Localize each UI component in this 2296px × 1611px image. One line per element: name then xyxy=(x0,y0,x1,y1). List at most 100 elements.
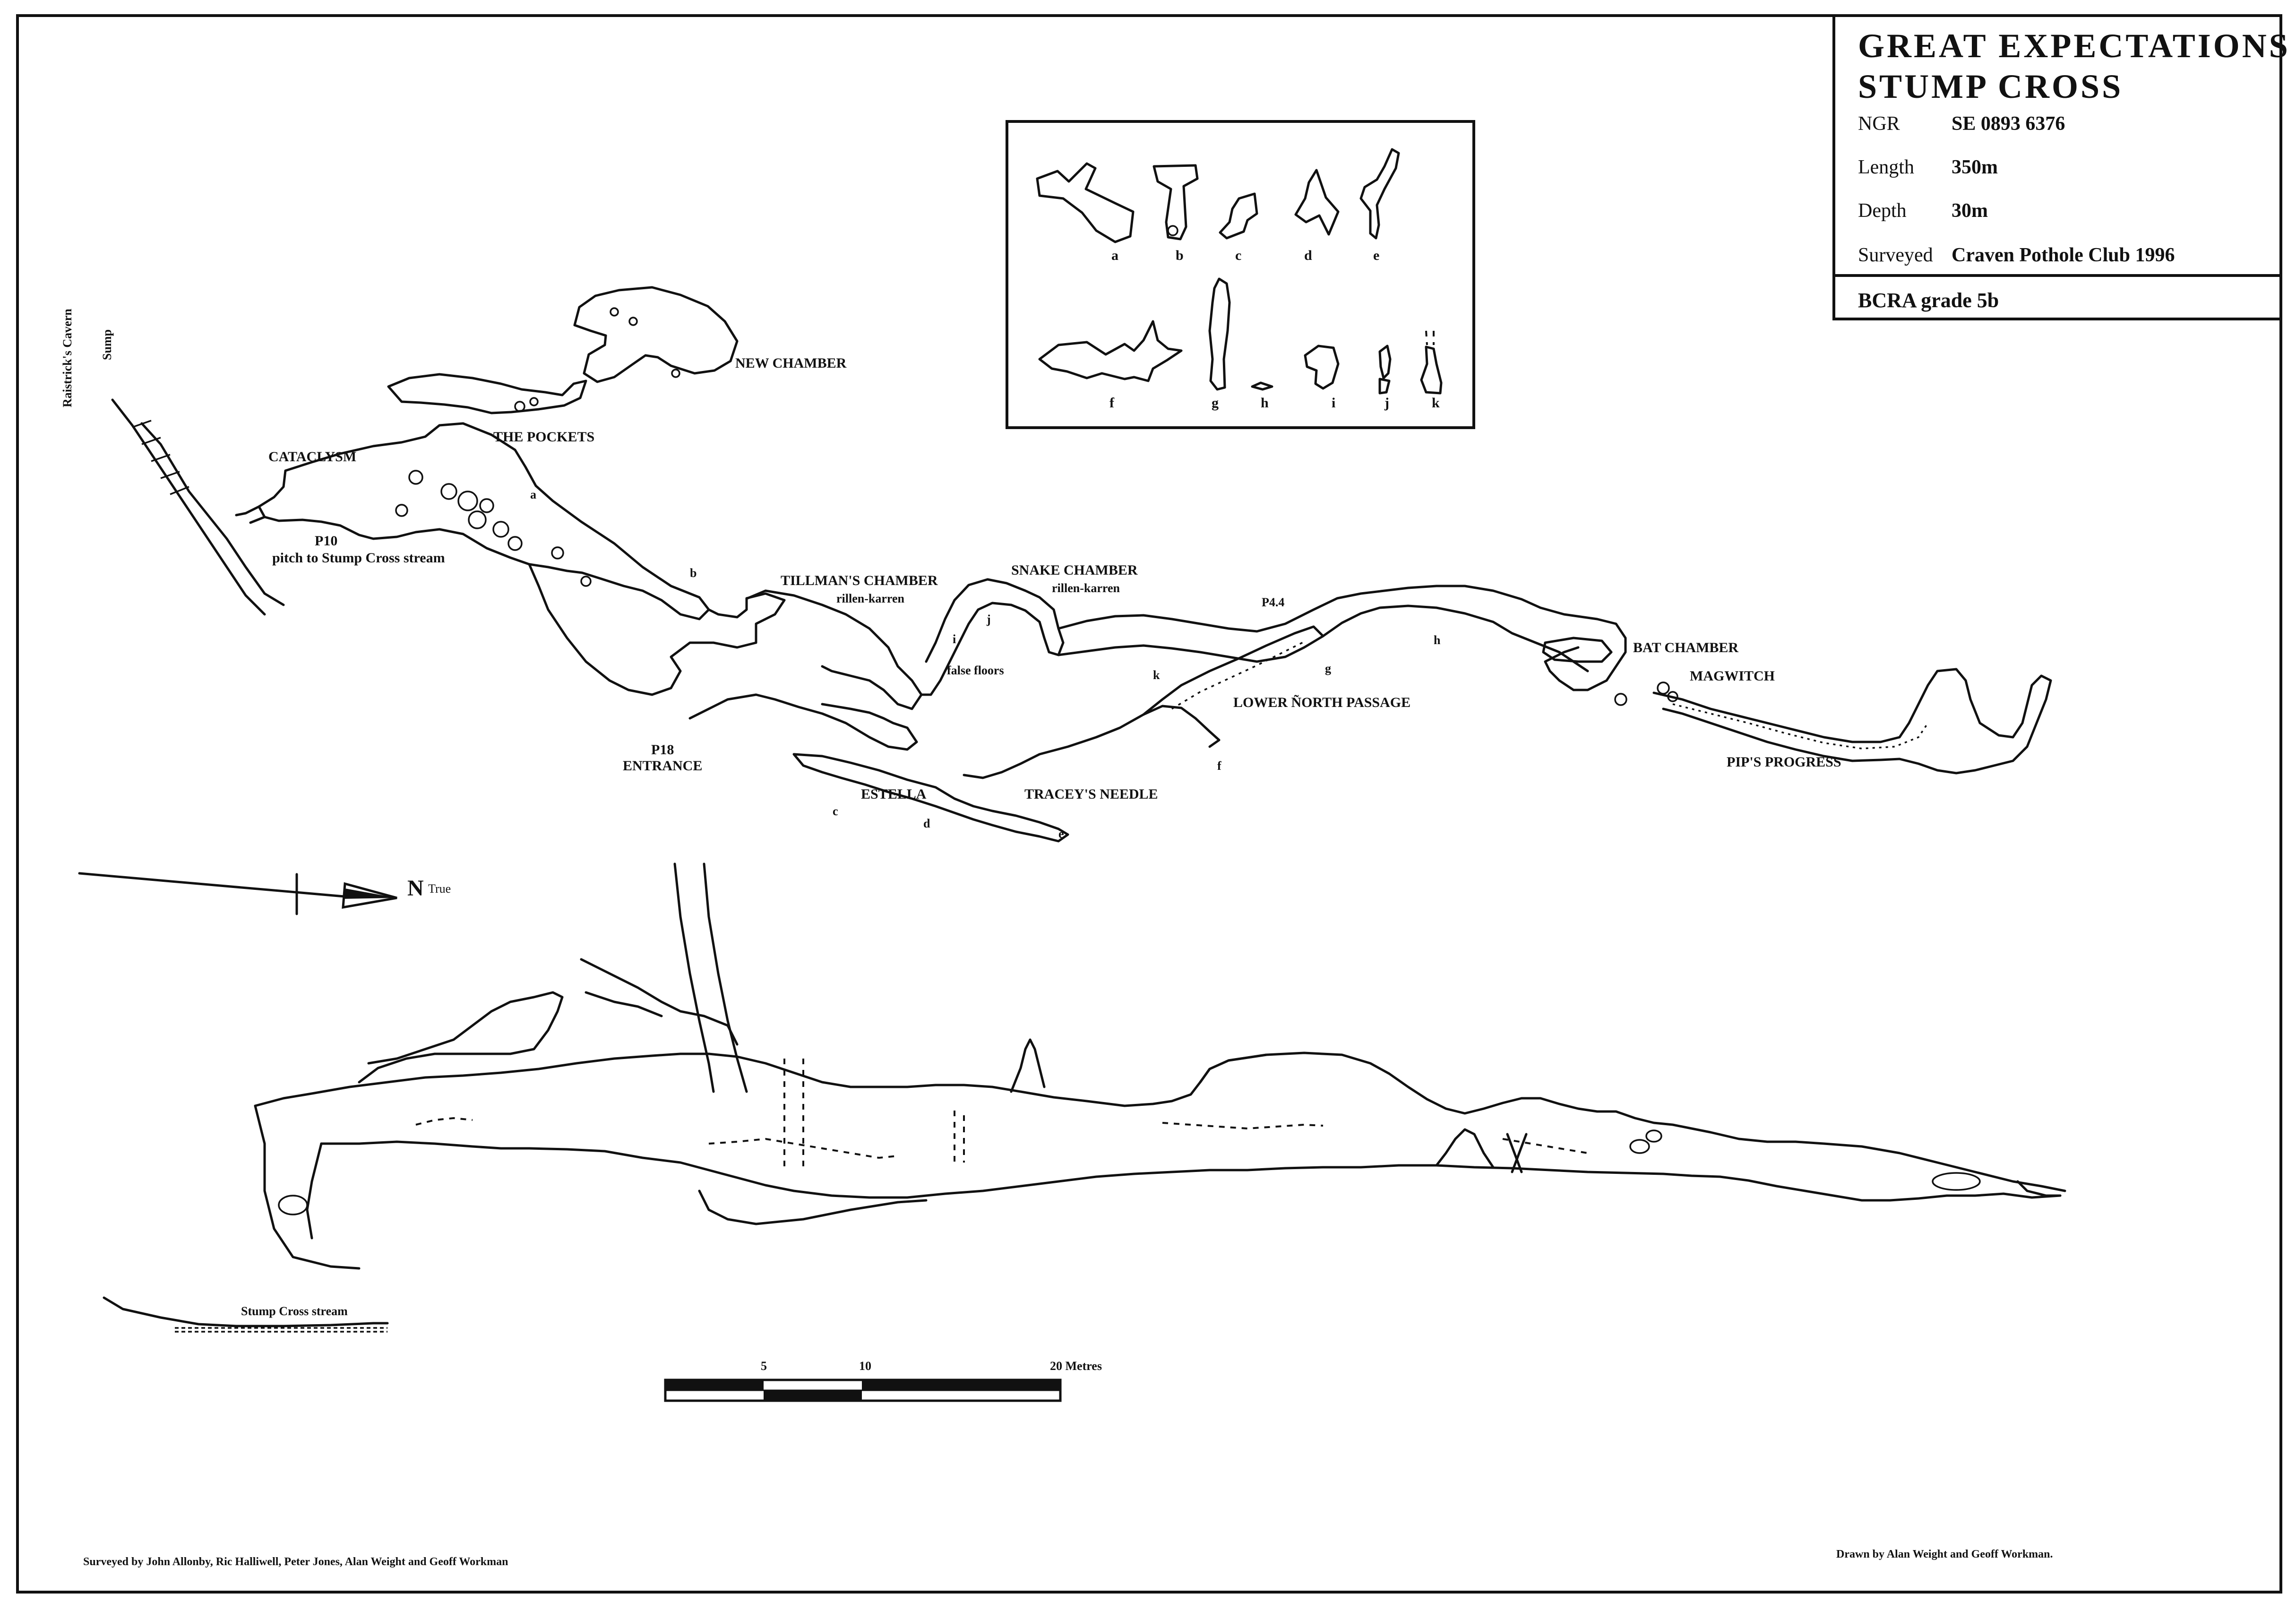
length-value: 350m xyxy=(1952,156,1998,178)
stump-cross-stream-water xyxy=(175,1327,387,1333)
scale-bar-segment xyxy=(764,1390,862,1401)
snake-chamber-label: SNAKE CHAMBER xyxy=(1011,562,1138,578)
north-arrowhead-fill xyxy=(344,888,397,899)
title-block xyxy=(1832,14,2282,320)
section-letter-k: k xyxy=(1432,395,1440,411)
elevation-boulder xyxy=(1629,1139,1650,1154)
snake-chamber-loop xyxy=(920,578,1065,696)
section-letter-g: g xyxy=(1212,395,1219,411)
boulder xyxy=(671,369,680,378)
raistricks-wall-left xyxy=(111,398,266,616)
elevation-crossing-lines xyxy=(1506,1133,1528,1173)
boulder xyxy=(551,546,564,560)
section-shape-k xyxy=(1420,345,1443,395)
rillen-karren-tillmans: rillen-karren xyxy=(836,592,904,605)
traceys-needle-passage xyxy=(963,705,1221,779)
main-passage-bottom xyxy=(1057,604,1589,672)
pockets-passage xyxy=(387,373,587,414)
p10-pitch-passage xyxy=(235,505,266,524)
elevation-terminal-sump xyxy=(2016,1180,2062,1197)
boulder xyxy=(514,401,525,412)
length-label: Length xyxy=(1858,156,1914,178)
p4-4-label: P4.4 xyxy=(1262,595,1285,609)
section-shape-i xyxy=(1304,345,1340,390)
section-shape-e xyxy=(1359,148,1400,240)
stump-cross-stream-line xyxy=(103,1296,389,1327)
elevation-left-branch xyxy=(254,1104,361,1270)
elevation-false-floor-1 xyxy=(415,1117,473,1126)
magwitch-label: MAGWITCH xyxy=(1690,668,1775,684)
section-shape-f xyxy=(1038,320,1183,382)
plan-marker-h: h xyxy=(1434,633,1441,647)
boulder xyxy=(492,521,509,538)
section-shape-d xyxy=(1294,169,1340,236)
the-pockets-label: THE POCKETS xyxy=(493,429,595,445)
plan-marker-k: k xyxy=(1153,668,1160,682)
new-chamber-outline xyxy=(573,286,739,383)
boulder xyxy=(395,504,408,517)
boulder xyxy=(1657,681,1670,695)
sump-label: Sump xyxy=(100,329,114,360)
section-letter-a: a xyxy=(1111,248,1118,263)
boulder-pile-cataclysm xyxy=(395,307,1678,706)
plan-marker-e: e xyxy=(1058,827,1064,841)
section-letter-e: e xyxy=(1373,248,1380,263)
elevation-view xyxy=(103,862,2066,1333)
cataclysm-label: CATACLYSM xyxy=(268,449,357,465)
plan-marker-b: b xyxy=(690,566,697,580)
new-chamber-label: NEW CHAMBER xyxy=(735,355,847,371)
boulder xyxy=(1614,693,1627,706)
boulder xyxy=(1667,691,1678,702)
section-shape-b xyxy=(1152,164,1199,241)
plan-marker-f: f xyxy=(1217,759,1221,773)
cross-section-inset xyxy=(1006,120,1475,429)
elevation-arch xyxy=(1199,1053,1268,1084)
surveyed-by-credit: Surveyed by John Allonby, Ric Halliwell,… xyxy=(83,1556,508,1568)
p18-label: P18 xyxy=(651,742,674,758)
elevation-cataclysm-shaft xyxy=(358,991,564,1084)
lower-north-stipple xyxy=(1171,641,1305,710)
boulder xyxy=(468,510,487,529)
cataclysm-upper xyxy=(258,422,710,620)
pips-progress-stipple xyxy=(1672,703,1929,750)
scale-bar xyxy=(664,1378,1062,1402)
north-symbol: N xyxy=(407,876,424,901)
lower-north-passage-label: LOWER ÑORTH PASSAGE xyxy=(1233,695,1411,710)
section-letter-c: c xyxy=(1235,248,1242,263)
section-shape-c xyxy=(1219,192,1258,240)
elevation-floor xyxy=(320,1140,2062,1202)
section-letter-b: b xyxy=(1176,248,1184,263)
surveyed-value: Craven Pothole Club 1996 xyxy=(1952,244,2175,266)
boulder xyxy=(507,536,523,551)
p10-label: P10 xyxy=(315,533,338,549)
drawn-by-credit: Drawn by Alan Weight and Geoff Workman. xyxy=(1836,1548,2053,1560)
elevation-entrance-shaft xyxy=(673,862,748,1093)
plan-view xyxy=(78,286,2052,915)
inset-cross-sections xyxy=(1036,148,1443,395)
bat-chamber-label: BAT CHAMBER xyxy=(1633,640,1739,655)
boulder xyxy=(529,397,539,406)
tillmans-chamber-outline xyxy=(746,589,923,710)
bcra-grade: BCRA grade 5b xyxy=(1858,289,1999,312)
bat-chamber-inner xyxy=(1542,637,1613,663)
plan-marker-a: a xyxy=(530,488,536,501)
scale-label-5: 5 xyxy=(761,1359,767,1373)
elevation-pitch-chamber xyxy=(1010,1038,1046,1093)
bat-chamber-outline xyxy=(1539,606,1627,691)
boulder xyxy=(628,317,638,326)
stump-cross-stream-label: Stump Cross stream xyxy=(241,1304,348,1318)
elevation-boulder xyxy=(1645,1129,1662,1143)
boulder xyxy=(610,307,619,317)
section-letter-j: j xyxy=(1384,395,1389,411)
elevation-boulder xyxy=(278,1195,308,1215)
elevation-step-dash xyxy=(954,1111,965,1163)
raistricks-hatching xyxy=(132,420,189,495)
north-arrow-shaft xyxy=(78,872,351,898)
elevation-pool xyxy=(1932,1172,1981,1191)
scale-label-20: 20 Metres xyxy=(1050,1359,1102,1373)
pips-progress-passage xyxy=(1652,668,2052,775)
scale-bar-segment xyxy=(862,1380,1060,1390)
plan-marker-g: g xyxy=(1325,662,1331,675)
